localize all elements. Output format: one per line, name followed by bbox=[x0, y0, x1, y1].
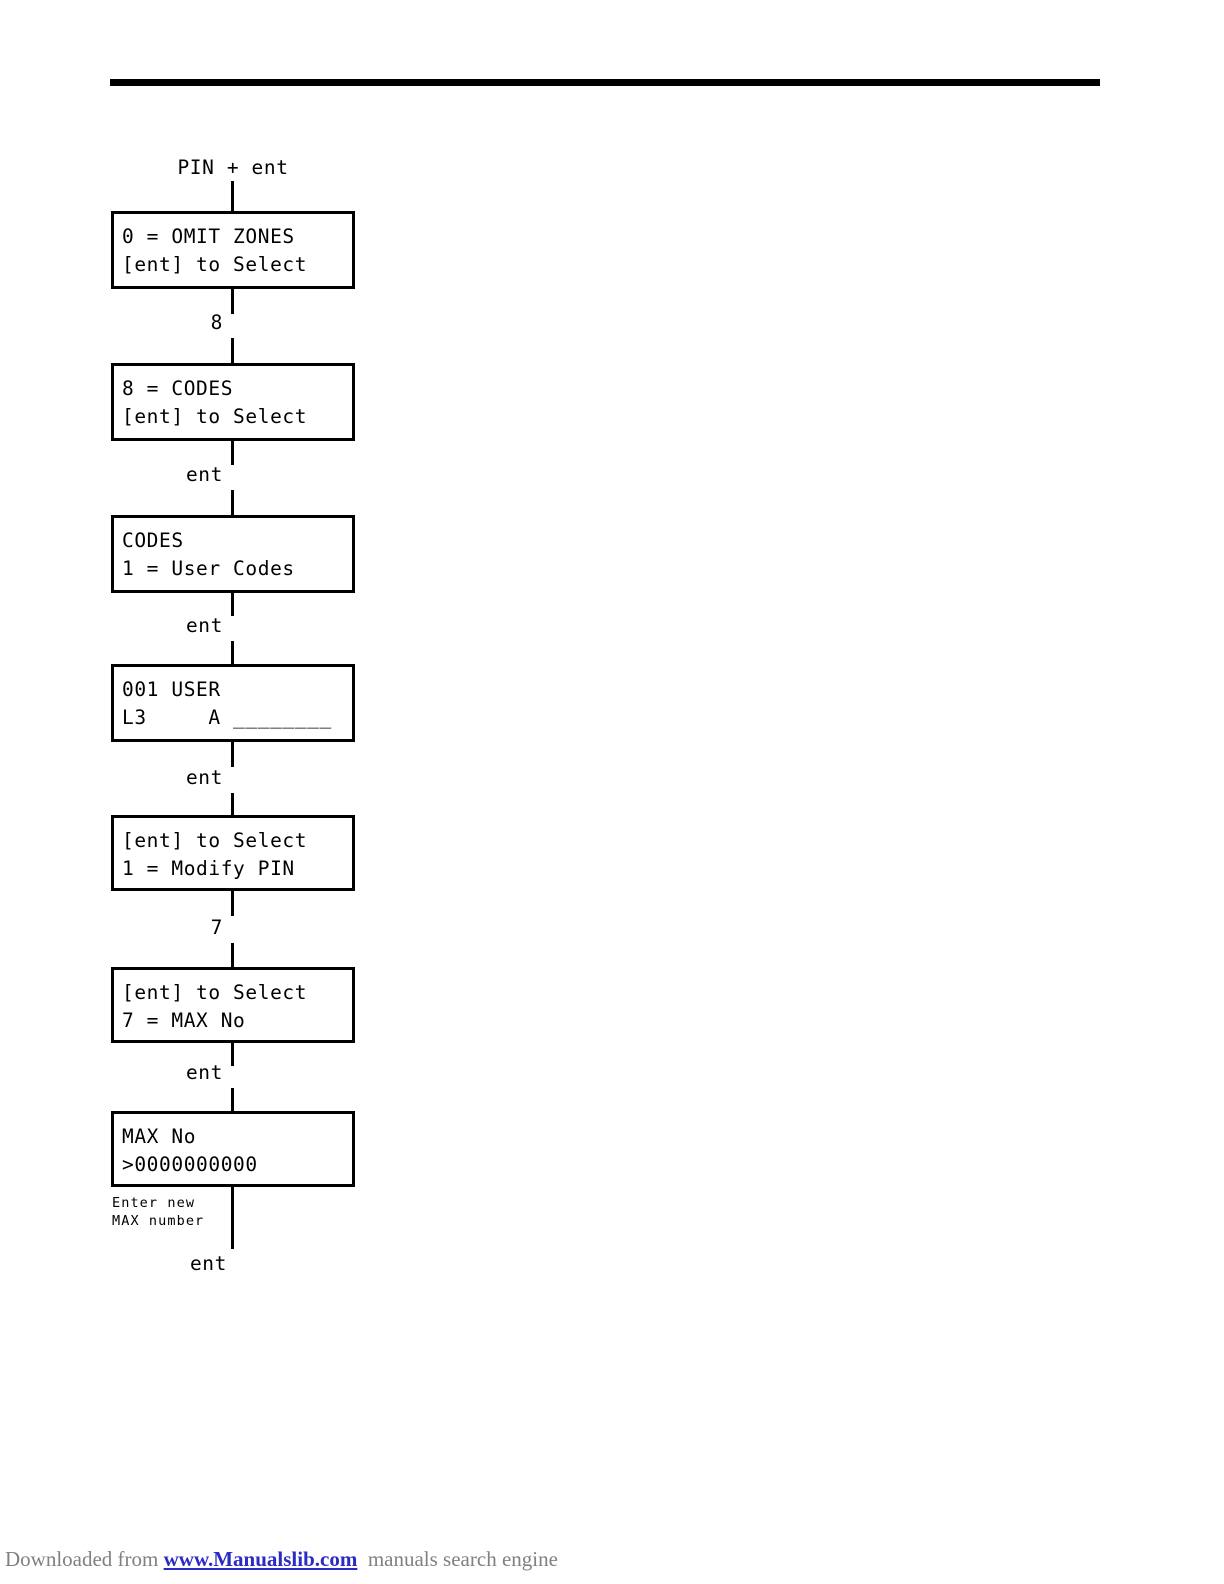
transition-key-step-4: ent bbox=[185, 766, 223, 789]
lcd-box-omit-zones[interactable]: 0 = OMIT ZONES [ent] to Select bbox=[111, 211, 355, 289]
connector-step-3-lower bbox=[231, 641, 234, 664]
connector-step-4-lower bbox=[231, 793, 234, 815]
connector-step-1-lower bbox=[231, 338, 234, 363]
lcd-box-modify-pin[interactable]: [ent] to Select 1 = Modify PIN bbox=[111, 815, 355, 891]
lcd-line-2: 1 = User Codes bbox=[122, 557, 295, 580]
connector-step-2-lower bbox=[231, 490, 234, 515]
lcd-line-2: 7 = MAX No bbox=[122, 1009, 246, 1032]
lcd-box-codes-user-codes[interactable]: CODES 1 = User Codes bbox=[111, 515, 355, 593]
transition-key-step-3: ent bbox=[185, 614, 223, 637]
annotation-enter-new-max-number: Enter new MAX number bbox=[112, 1194, 204, 1230]
manualslib-link[interactable]: www.Manualslib.com bbox=[163, 1547, 358, 1571]
footer-prefix: Downloaded from bbox=[5, 1547, 164, 1571]
lcd-box-max-no-entry[interactable]: MAX No >0000000000 bbox=[111, 1111, 355, 1187]
connector-step-1-upper bbox=[231, 289, 234, 314]
connector-step-6-lower bbox=[231, 1088, 234, 1111]
connector-step-3-upper bbox=[231, 593, 234, 616]
transition-key-step-1: 8 bbox=[210, 311, 223, 334]
flow-entry-label: PIN + ent bbox=[177, 156, 289, 179]
lcd-line-2: L3 A ________ bbox=[122, 706, 332, 729]
transition-key-step-2: ent bbox=[185, 463, 223, 486]
transition-key-step-6: ent bbox=[185, 1061, 223, 1084]
connector-step-6-upper bbox=[231, 1043, 234, 1066]
connector-entry-to-step-1 bbox=[231, 181, 234, 211]
lcd-line-2: [ent] to Select bbox=[122, 253, 308, 276]
connector-step-2-upper bbox=[231, 441, 234, 465]
lcd-box-max-no-select[interactable]: [ent] to Select 7 = MAX No bbox=[111, 967, 355, 1043]
annotation-line-2: MAX number bbox=[112, 1213, 205, 1229]
keypad-menu-flowchart: PIN + ent 0 = OMIT ZONES [ent] to Select… bbox=[111, 156, 355, 1275]
lcd-line-2: >0000000000 bbox=[122, 1153, 258, 1176]
lcd-line-1: CODES bbox=[122, 529, 184, 552]
lcd-line-1: 0 = OMIT ZONES bbox=[122, 225, 295, 248]
lcd-line-1: [ent] to Select bbox=[122, 981, 308, 1004]
lcd-line-1: 001 USER bbox=[122, 678, 221, 701]
lcd-box-codes-menu[interactable]: 8 = CODES [ent] to Select bbox=[111, 363, 355, 441]
annotation-line-1: Enter new bbox=[112, 1195, 196, 1211]
lcd-line-2: 1 = Modify PIN bbox=[122, 857, 295, 880]
connector-step-7-lower bbox=[231, 1187, 234, 1249]
connector-step-5-lower bbox=[231, 943, 234, 967]
footer-suffix: manuals search engine bbox=[357, 1547, 558, 1571]
lcd-box-user-001[interactable]: 001 USER L3 A ________ bbox=[111, 664, 355, 742]
transition-key-step-5: 7 bbox=[210, 916, 223, 939]
transition-key-step-7: ent bbox=[189, 1252, 227, 1275]
connector-step-5-upper bbox=[231, 891, 234, 916]
lcd-line-1: [ent] to Select bbox=[122, 829, 308, 852]
lcd-line-2: [ent] to Select bbox=[122, 405, 308, 428]
lcd-line-1: 8 = CODES bbox=[122, 377, 234, 400]
lcd-line-1: MAX No bbox=[122, 1125, 197, 1148]
footer-download-notice: Downloaded from www.Manualslib.com manua… bbox=[5, 1546, 558, 1572]
page-header-rule bbox=[110, 79, 1100, 86]
connector-step-4-upper bbox=[231, 742, 234, 767]
